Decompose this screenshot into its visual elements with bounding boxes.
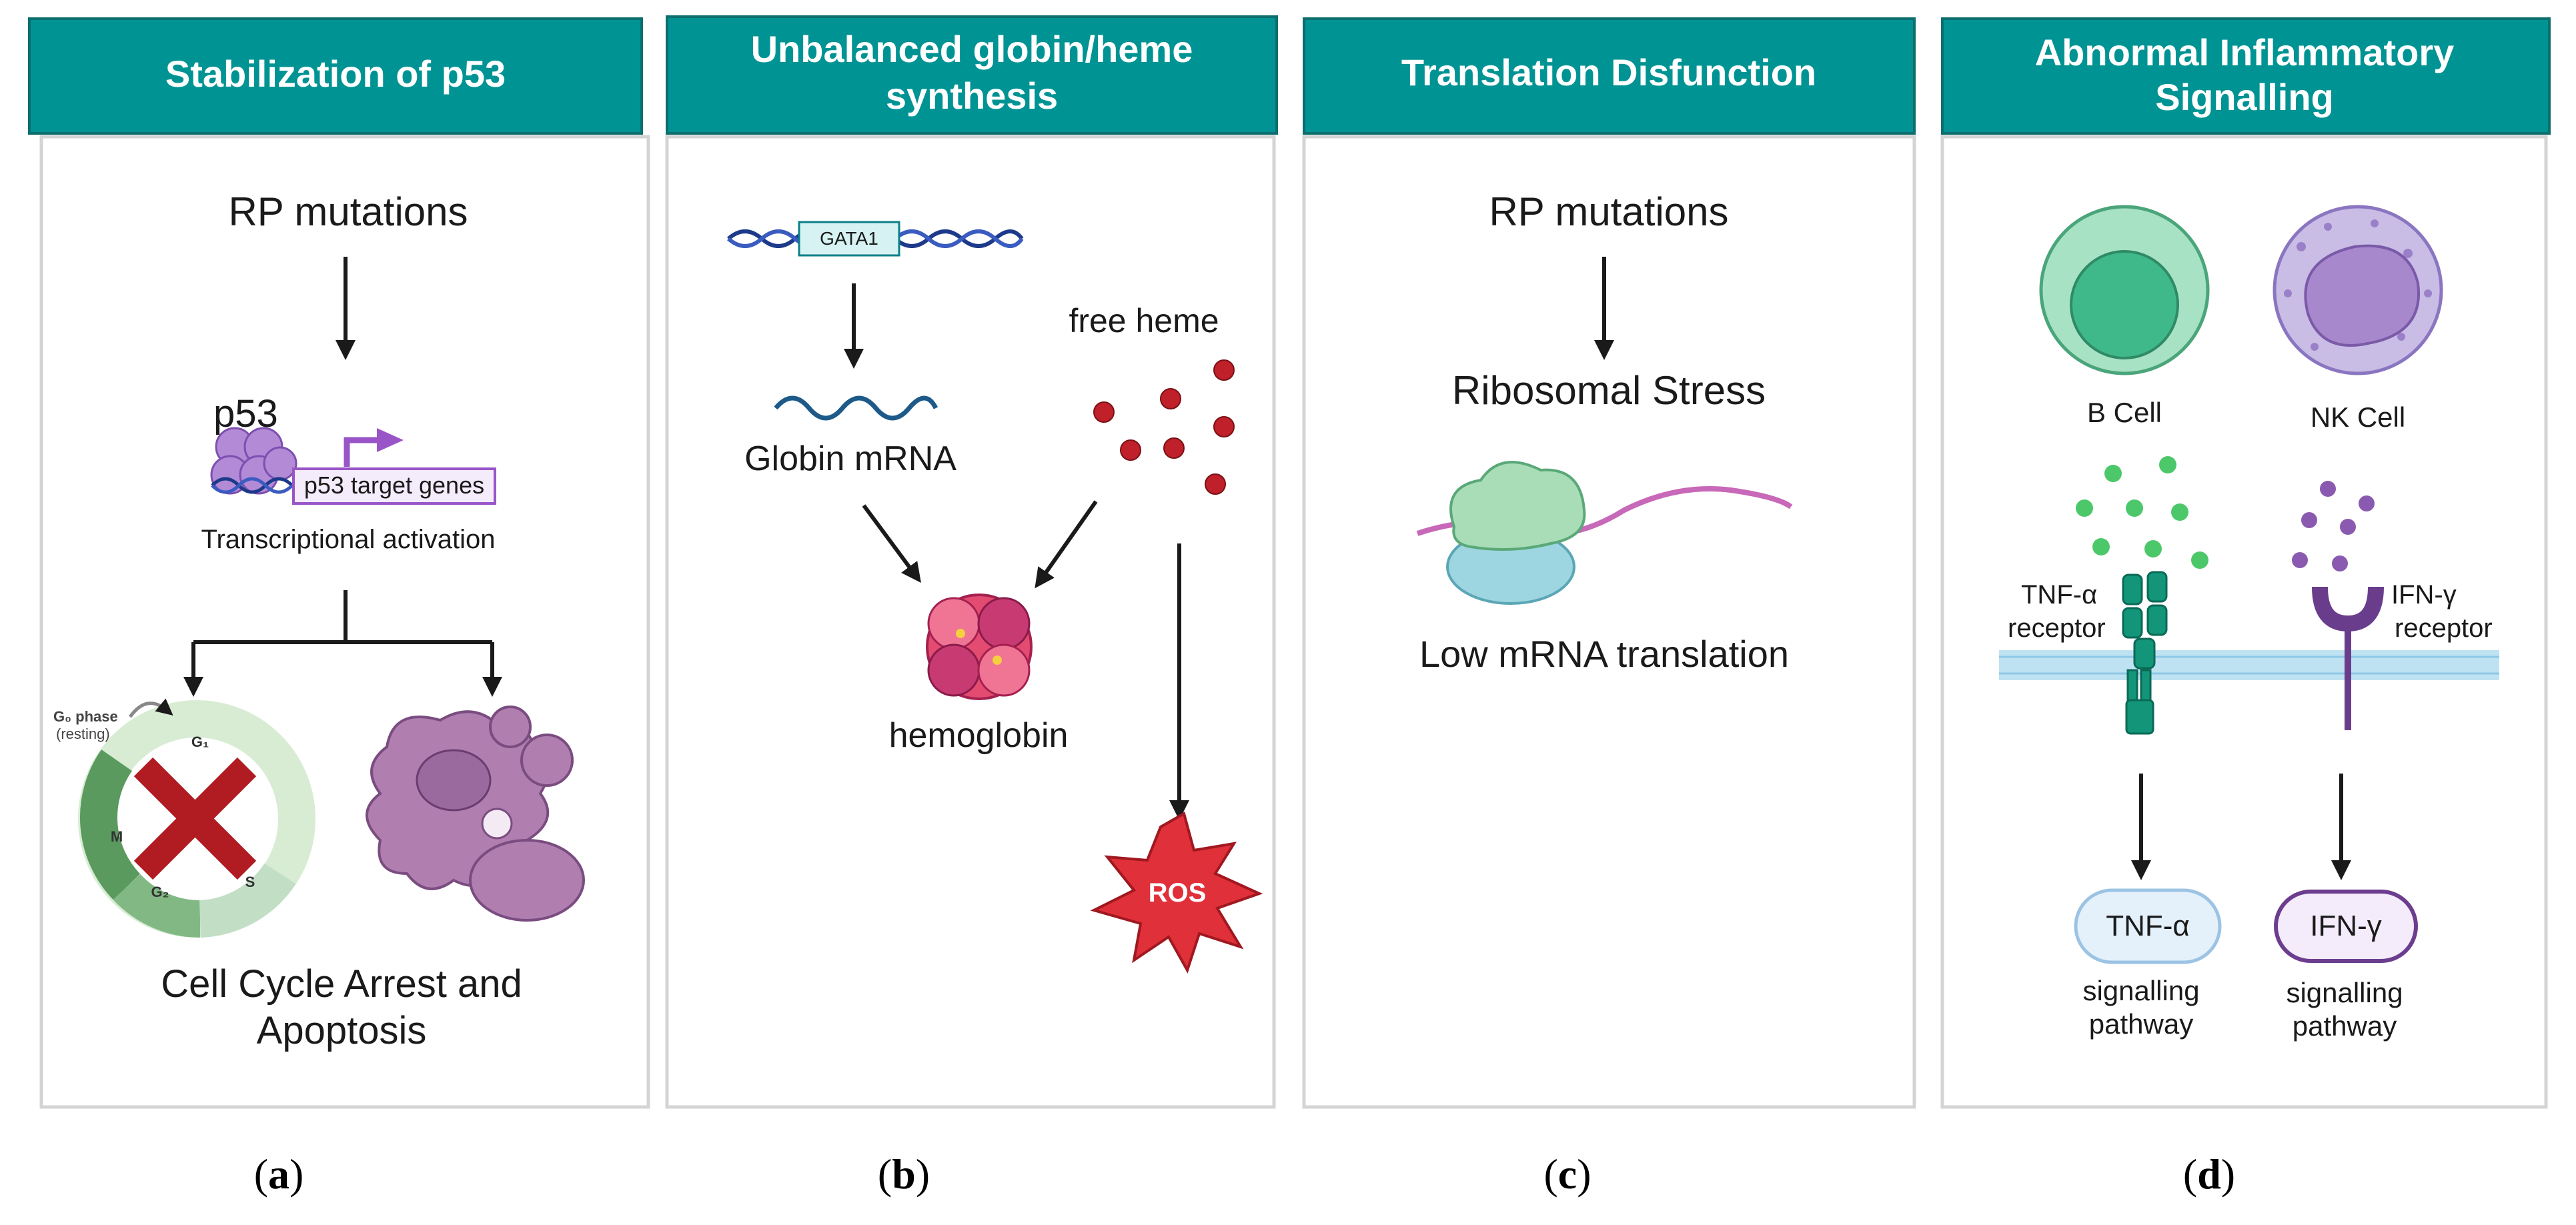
ifn-receptor-icon (2312, 586, 2384, 730)
ifn-molecules-icon (2292, 481, 2375, 571)
tnf-receptor-label-1: TNF-α (2021, 580, 2097, 609)
nk-cell-icon (2273, 205, 2443, 375)
cell-membrane-icon (1999, 650, 2499, 680)
tnf-molecules-icon (2076, 456, 2208, 569)
nk-cell-label: NK Cell (2311, 401, 2405, 433)
cell-cycle-icon (78, 698, 315, 938)
ifn-pill-label: IFN-γ (2310, 910, 2382, 942)
globin-mrna-label: Globin mRNA (744, 439, 956, 478)
ros-label: ROS (1149, 878, 1207, 908)
panel-a: Stabilization of p53 RP mutations p53 p5… (28, 17, 650, 1198)
rp-mutations-a: RP mutations (228, 189, 468, 234)
gata1-label: GATA1 (820, 228, 878, 249)
free-heme-label: free heme (1069, 302, 1219, 339)
panel-d-caption: (d) (2183, 1150, 2235, 1198)
panel-b: Unbalanced globin/heme synthesis GATA1 G… (665, 15, 1278, 1198)
g0-phase-label: G₀ phase (53, 708, 118, 725)
panel-d-title-line2: Signalling (2155, 76, 2334, 118)
hemoglobin-label: hemoglobin (889, 716, 1069, 755)
low-translation-label: Low mRNA translation (1419, 633, 1789, 675)
outcome-line1: Cell Cycle Arrest and (161, 962, 522, 1006)
b-cell-icon (2039, 205, 2210, 375)
m-label: M (111, 828, 123, 845)
arrow-b-mrna-hb (862, 504, 921, 583)
panel-b-title-line1: Unbalanced globin/heme (751, 28, 1193, 70)
globin-mrna-wave-icon (774, 395, 938, 421)
heme-dots-icon (1093, 359, 1235, 495)
ifn-pathway-line2: pathway (2293, 1010, 2397, 1042)
tnf-receptor-label-2: receptor (2008, 614, 2106, 643)
panel-a-caption: (a) (254, 1150, 304, 1198)
panel-c-header (1303, 17, 1916, 135)
g1-label: G₁ (191, 734, 209, 750)
target-genes-label: p53 target genes (304, 471, 484, 499)
ifn-pill (2274, 890, 2418, 963)
b-cell-label: B Cell (2087, 397, 2162, 428)
gata1-box (798, 221, 900, 257)
tnf-pill (2074, 888, 2222, 964)
ifn-pathway-line1: signalling (2286, 977, 2403, 1008)
panel-d-title-line1: Abnormal Inflammatory (2035, 31, 2455, 73)
g2-label: G₂ (151, 884, 169, 900)
panel-d: Abnormal Inflammatory Signalling B Cell … (1940, 17, 2551, 1198)
panel-c-title: Translation Disfunction (1401, 51, 1816, 93)
ifn-receptor-label-1: IFN-γ (2391, 580, 2457, 609)
tnf-pathway-line1: signalling (2082, 975, 2199, 1006)
panel-b-caption: (b) (878, 1150, 930, 1198)
transcriptional-activation: Transcriptional activation (201, 525, 496, 554)
resting-label: (resting) (56, 726, 110, 742)
red-x-icon (133, 757, 257, 880)
panel-a-header (28, 17, 643, 135)
s-label: S (245, 874, 255, 890)
rp-mutations-c: RP mutations (1489, 189, 1728, 234)
arrow-b-heme-hb (1035, 500, 1098, 589)
panel-a-title: Stabilization of p53 (165, 53, 506, 95)
apoptotic-cell-icon (366, 706, 585, 922)
tnf-receptor-icon (2122, 571, 2168, 735)
panel-b-header (666, 15, 1278, 135)
ribosome-icon (1416, 461, 1793, 605)
tnf-pill-label: TNF-α (2106, 910, 2190, 942)
dna-strand-a-icon (211, 477, 293, 494)
ifn-receptor-label-2: receptor (2395, 614, 2493, 643)
panel-b-title-line2: synthesis (886, 75, 1058, 117)
panel-c-caption: (c) (1543, 1150, 1591, 1198)
split-arrow-a (193, 590, 492, 644)
panel-c: Translation Disfunction RP mutations Rib… (1302, 17, 1916, 1198)
panel-d-header (1941, 17, 2551, 135)
outcome-line2: Apoptosis (257, 1009, 427, 1052)
tnf-pathway-line2: pathway (2089, 1008, 2193, 1040)
hemoglobin-icon (926, 593, 1033, 700)
transcription-arrowhead-icon (377, 428, 404, 452)
panel-c-frame (1302, 135, 1916, 1109)
ros-burst-icon (1090, 811, 1263, 974)
transcription-start-arrow-icon (344, 437, 380, 467)
ribosomal-stress-label: Ribosomal Stress (1452, 368, 1766, 413)
target-genes-box (292, 467, 496, 505)
